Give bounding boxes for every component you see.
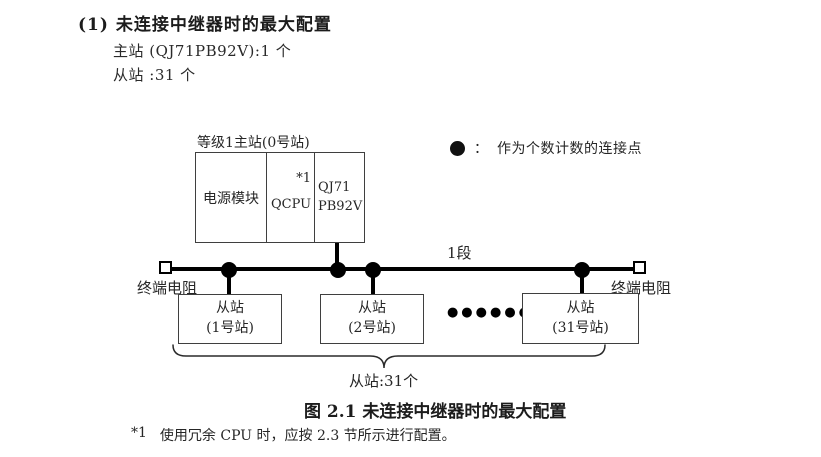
slave2-line1: 从站 — [358, 300, 386, 317]
slave31-line2: (31号站) — [552, 319, 609, 336]
master-station-box: 电源模块 *1 QCPU QJ71 PB92V — [195, 152, 365, 243]
cpu-label: QCPU — [271, 197, 312, 212]
connection-dot-slave31 — [574, 262, 590, 278]
cpu-cell: *1 QCPU — [267, 153, 315, 242]
terminator-label-left: 终端电阻 — [137, 279, 198, 297]
slave-box-2: 从站 (2号站) — [320, 294, 424, 344]
slave1-line2: (1号站) — [206, 320, 254, 336]
terminator-label-right: 终端电阻 — [611, 279, 672, 297]
connection-point-icon — [450, 140, 465, 156]
legend: ： 作为个数计数的连接点 — [450, 138, 642, 158]
slave31-drop-line — [580, 270, 584, 294]
power-module-cell: 电源模块 — [196, 153, 267, 242]
slave-box-1: 从站 (1号站) — [178, 294, 282, 344]
slave2-drop-line — [371, 270, 375, 294]
footnote-marker: *1 — [131, 425, 147, 441]
slave31-line1: 从站 — [566, 299, 595, 316]
pb-module-cell: QJ71 PB92V — [315, 153, 363, 242]
slave1-line1: 从站 — [216, 300, 244, 317]
legend-separator: ： — [474, 141, 488, 157]
footnote: *1 使用冗余 CPU 时，应按 2.3 节所示进行配置。 — [131, 425, 456, 445]
slave-count-line: 从站 :31 个 — [113, 66, 196, 84]
bus-line — [170, 267, 640, 271]
connection-dot-slave1 — [221, 262, 237, 278]
figure-caption: 图 2.1 未连接中继器时的最大配置 — [304, 402, 567, 422]
connection-dot-slave2 — [365, 262, 381, 278]
legend-text: 作为个数计数的连接点 — [497, 141, 642, 157]
connection-dot-master — [330, 262, 346, 278]
master-drop-line — [335, 243, 339, 270]
brace-graphic — [172, 344, 606, 369]
footnote-text: 使用冗余 CPU 时，应按 2.3 节所示进行配置。 — [159, 428, 456, 444]
ellipsis-dots: ●●●●●● — [446, 305, 534, 320]
pb-module-line1: QJ71 — [318, 179, 351, 195]
pb-module-line2: PB92V — [318, 198, 363, 214]
master-station-label: 等级1主站(0号站) — [197, 135, 310, 151]
segment-label: 1段 — [447, 244, 472, 262]
footnote-ref: *1 — [296, 171, 311, 186]
terminator-square-right — [633, 261, 646, 274]
slave-box-31: 从站 (31号站) — [522, 293, 639, 344]
brace-label: 从站:31个 — [349, 372, 419, 390]
slave1-drop-line — [227, 270, 231, 294]
section-heading: (1) 未连接中继器时的最大配置 — [78, 15, 332, 35]
master-count-line: 主站 (QJ71PB92V):1 个 — [113, 42, 292, 60]
terminator-square-left — [159, 261, 172, 274]
slave2-line2: (2号站) — [348, 320, 396, 336]
